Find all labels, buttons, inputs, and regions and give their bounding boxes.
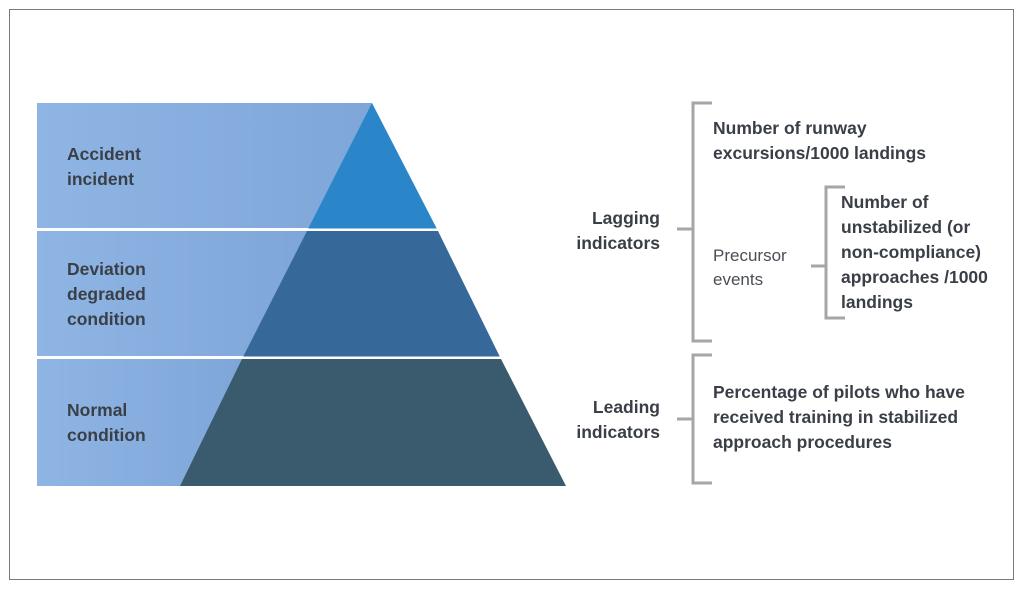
leading-indicators-label: Leading indicators bbox=[576, 397, 660, 442]
precursor-bracket bbox=[811, 185, 845, 320]
runway-excursions-text: Number of runway excursions/1000 landing… bbox=[713, 118, 927, 163]
level-label-accident: Accident incident bbox=[67, 144, 141, 189]
lagging-bracket bbox=[677, 101, 712, 343]
pilot-training-text: Percentage of pilots who have received t… bbox=[713, 382, 965, 452]
pyramid-tier-bottom bbox=[180, 359, 566, 486]
precursor-events-label: Precursor events bbox=[713, 246, 787, 289]
level-label-deviation: Deviation degraded condition bbox=[67, 259, 146, 329]
lagging-indicators-label: Lagging indicators bbox=[576, 208, 660, 253]
pyramid-tier-middle bbox=[243, 231, 500, 357]
unstabilized-approaches-text: Number of unstabilized (or non-complianc… bbox=[841, 192, 988, 312]
leading-bracket bbox=[677, 353, 712, 485]
pyramid-tier-top bbox=[308, 103, 437, 229]
band-accident bbox=[37, 103, 372, 228]
level-label-normal: Normal condition bbox=[67, 400, 146, 445]
